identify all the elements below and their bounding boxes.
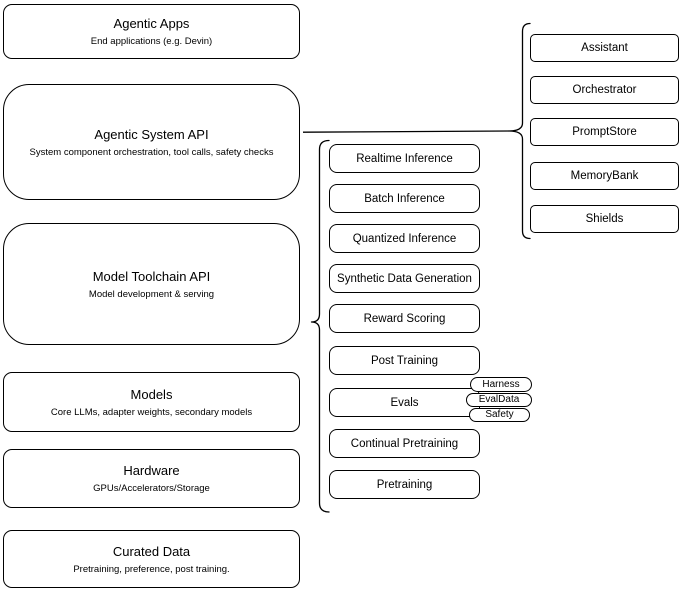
node-subtitle: Core LLMs, adapter weights, secondary mo… bbox=[50, 406, 253, 418]
toolchain-item-synthetic-data-generation: Synthetic Data Generation bbox=[329, 264, 480, 293]
node-subtitle: Pretraining, preference, post training. bbox=[73, 563, 230, 575]
toolchain-item-realtime-inference: Realtime Inference bbox=[329, 144, 480, 173]
node-curated-data: Curated Data Pretraining, preference, po… bbox=[3, 530, 300, 588]
toolchain-brace bbox=[310, 139, 330, 513]
component-promptstore: PromptStore bbox=[530, 118, 679, 146]
node-agentic-apps: Agentic Apps End applications (e.g. Devi… bbox=[3, 4, 300, 59]
component-memorybank: MemoryBank bbox=[530, 162, 679, 190]
component-orchestrator: Orchestrator bbox=[530, 76, 679, 104]
toolchain-item-reward-scoring: Reward Scoring bbox=[329, 304, 480, 333]
toolchain-item-batch-inference: Batch Inference bbox=[329, 184, 480, 213]
node-hardware: Hardware GPUs/Accelerators/Storage bbox=[3, 449, 300, 508]
node-title: Agentic System API bbox=[94, 126, 209, 142]
node-title: Agentic Apps bbox=[113, 16, 190, 31]
toolchain-item-continual-pretraining: Continual Pretraining bbox=[329, 429, 480, 458]
component-shields: Shields bbox=[530, 205, 679, 233]
node-model-toolchain-api: Model Toolchain API Model development & … bbox=[3, 223, 300, 345]
eval-tag-safety: Safety bbox=[469, 407, 530, 422]
component-assistant: Assistant bbox=[530, 34, 679, 62]
node-subtitle: End applications (e.g. Devin) bbox=[90, 36, 213, 47]
node-title: Curated Data bbox=[112, 543, 191, 559]
node-subtitle: System component orchestration, tool cal… bbox=[29, 146, 274, 158]
node-subtitle: GPUs/Accelerators/Storage bbox=[93, 483, 210, 494]
toolchain-item-pretraining: Pretraining bbox=[329, 470, 480, 499]
node-models: Models Core LLMs, adapter weights, secon… bbox=[3, 372, 300, 432]
components-brace bbox=[508, 22, 531, 240]
toolchain-item-post-training: Post Training bbox=[329, 346, 480, 375]
eval-tag-harness: Harness bbox=[470, 377, 532, 392]
node-title: Hardware bbox=[123, 463, 180, 478]
toolchain-item-quantized-inference: Quantized Inference bbox=[329, 224, 480, 253]
system-api-to-components-line bbox=[302, 130, 510, 133]
node-subtitle: Model development & serving bbox=[88, 288, 215, 300]
node-agentic-system-api: Agentic System API System component orch… bbox=[3, 84, 300, 200]
toolchain-item-evals: Evals bbox=[329, 388, 480, 417]
node-title: Models bbox=[130, 386, 173, 402]
node-title: Model Toolchain API bbox=[92, 268, 211, 284]
eval-tag-evaldata: EvalData bbox=[466, 392, 532, 407]
